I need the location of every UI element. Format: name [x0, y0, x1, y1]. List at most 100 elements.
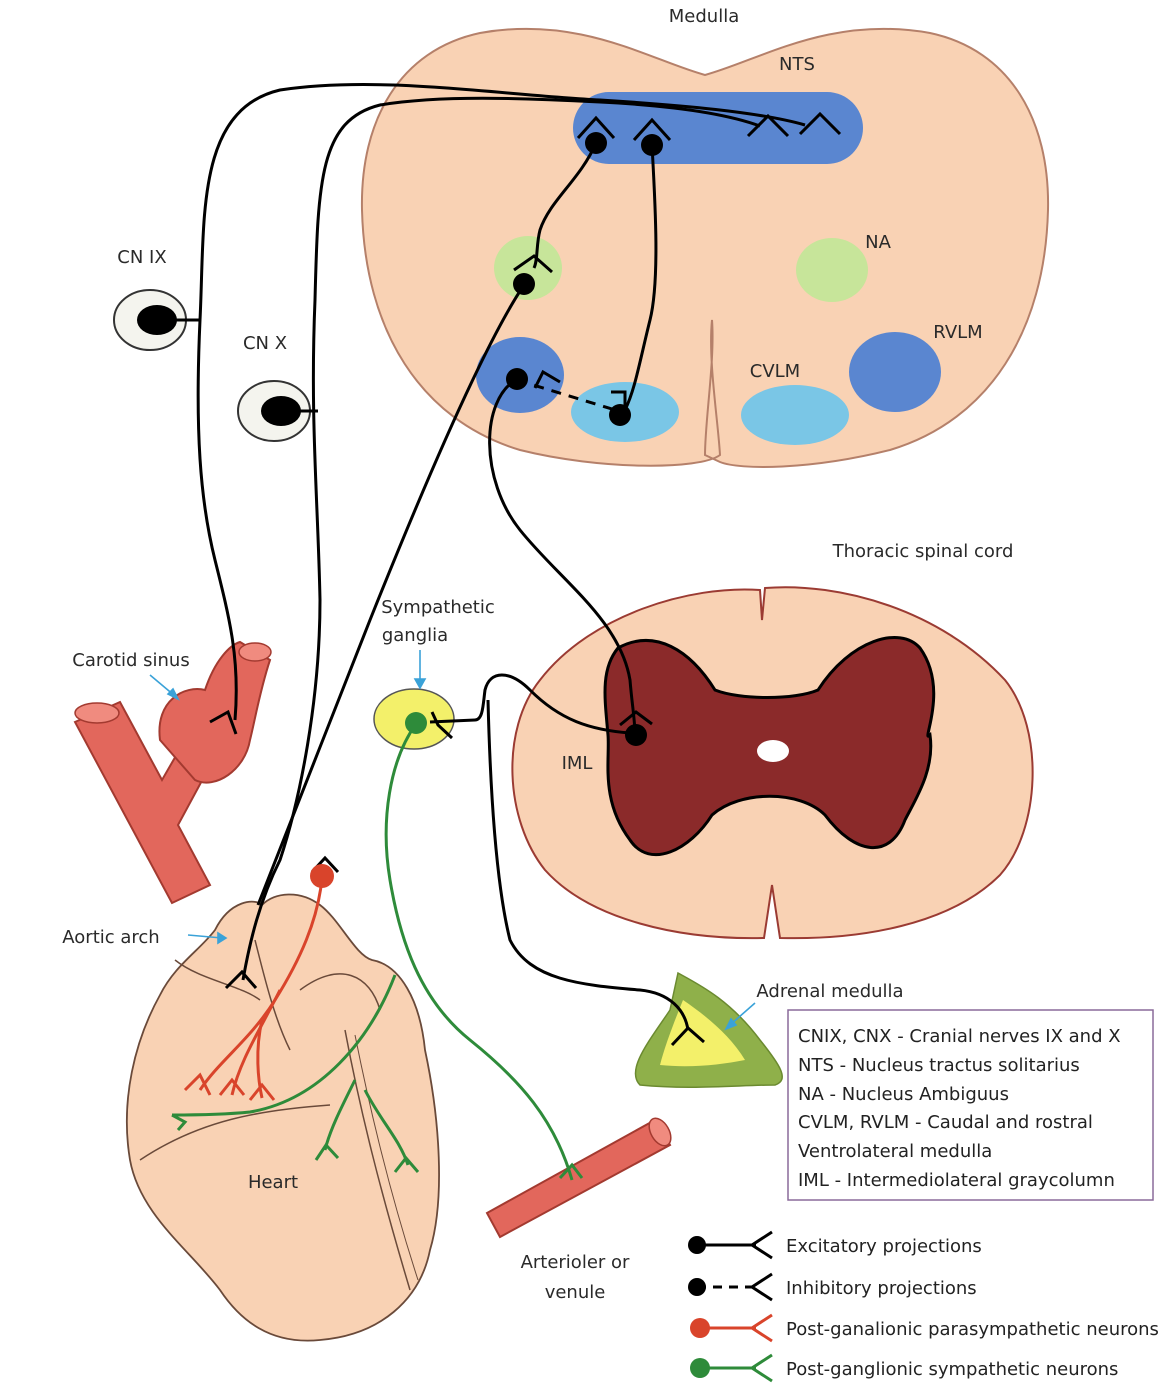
cvlm-nucleus-right — [741, 385, 849, 445]
label-na: NA — [865, 232, 891, 253]
carotid-lumen — [238, 642, 272, 662]
terminal-iml — [619, 710, 653, 727]
central-canal — [757, 740, 789, 762]
terminal-nts-1 — [576, 115, 616, 140]
common-carotid-lumen — [74, 702, 120, 724]
label-cn-ix: CN IX — [117, 247, 166, 268]
soma-nts-1 — [585, 132, 607, 154]
soma-cvlm — [609, 404, 631, 426]
soma-rvlm — [506, 368, 528, 390]
symp-terminal-2 — [393, 1155, 420, 1173]
heart-outline — [125, 893, 440, 1342]
legend-symp-terminal — [749, 1353, 773, 1383]
rvlm-to-iml — [488, 377, 637, 736]
cell-bodies-black — [506, 132, 663, 746]
legend-item-inhibitory: Inhibitory projections — [688, 1272, 977, 1302]
nts-to-cvlm — [623, 144, 658, 411]
label-symp-ganglia-2: ganglia — [382, 625, 448, 646]
terminal-carotid — [209, 709, 238, 735]
label-iml: IML — [562, 753, 593, 774]
terminal-rvlm — [533, 369, 561, 389]
legend-symp-label: Post-ganglionic sympathetic neurons — [786, 1359, 1118, 1380]
terminal-nts-4 — [798, 111, 842, 136]
soma-iml — [625, 724, 647, 746]
parasymp-soma — [310, 864, 334, 888]
symp-soma — [405, 712, 427, 734]
arrow-carotid-head — [166, 687, 180, 701]
rvlm-nucleus-right — [849, 332, 941, 412]
legend-inhibitory-terminal — [749, 1272, 773, 1302]
label-heart: Heart — [248, 1172, 298, 1193]
parasymp-terminal-1 — [183, 1072, 212, 1096]
heart-detail-5 — [344, 1029, 411, 1291]
legend-excitatory-terminal — [749, 1230, 773, 1260]
label-rvlm: RVLM — [933, 322, 982, 343]
iml-to-ganglion — [429, 673, 631, 735]
thoracic-spinal-cord — [511, 586, 1034, 940]
sympathetic-neurons — [171, 723, 584, 1181]
soma-nts-2 — [641, 134, 663, 156]
carotid-sinus-bulb — [158, 640, 272, 784]
parasymp-branch-2 — [256, 1019, 264, 1099]
arrow-adrenal-head — [724, 1017, 738, 1031]
label-symp-ganglia-1: Sympathetic — [381, 597, 495, 618]
arrow-ganglia-head — [413, 678, 427, 690]
heart — [125, 893, 440, 1342]
symp-main — [384, 723, 574, 1181]
na-nucleus-left — [494, 236, 562, 300]
adrenal-medulla — [660, 1000, 745, 1067]
cn-x-ganglion-nucleus — [261, 396, 301, 426]
heart-detail-4 — [139, 1104, 331, 1161]
label-carotid-sinus: Carotid sinus — [72, 650, 189, 671]
symp-terminal-4 — [558, 1162, 584, 1180]
legend-inhibitory-label: Inhibitory projections — [786, 1278, 977, 1299]
medulla — [360, 27, 1050, 468]
abbreviation-box: CNIX, CNX - Cranial nerves IX and X NTS … — [787, 1009, 1154, 1201]
symp-to-heart — [171, 974, 397, 1117]
iml-to-adrenal — [486, 699, 690, 1031]
label-adrenal-medulla: Adrenal medulla — [756, 981, 903, 1002]
cn-x-ganglion — [237, 380, 311, 442]
legend-item-excitatory: Excitatory projections — [688, 1230, 982, 1260]
legend-parasymp-terminal — [749, 1313, 773, 1343]
symp-terminal-1 — [314, 1142, 340, 1161]
cn-ix-fiber — [196, 83, 806, 721]
legend: Excitatory projections Inhibitory projec… — [688, 1230, 1159, 1383]
legend-item-sympathetic: Post-ganglionic sympathetic neurons — [690, 1353, 1118, 1383]
label-arteriole-2: venule — [545, 1282, 606, 1303]
abbreviation-box-frame — [787, 1009, 1154, 1201]
label-arteriole-1: Arterioler or — [521, 1252, 630, 1273]
legend-item-parasympathetic: Post-ganalionic parasympathetic neurons — [690, 1313, 1159, 1343]
cn-ix-ganglion — [113, 289, 187, 351]
label-thoracic: Thoracic spinal cord — [832, 541, 1014, 562]
cn-ix-ganglion-nucleus — [137, 305, 177, 335]
legend-parasymp-label: Post-ganalionic parasympathetic neurons — [786, 1319, 1159, 1340]
arteriole-body — [485, 1118, 672, 1239]
parasymp-terminal-2 — [218, 1077, 246, 1096]
abbr-line-6: IML - Intermediolateral graycolumn — [798, 1170, 1115, 1191]
label-medulla: Medulla — [669, 6, 739, 27]
arrow-aortic-line — [187, 934, 223, 939]
arrow-aortic-head — [217, 931, 228, 945]
terminal-na — [513, 254, 553, 274]
abbr-line-3: NA - Nucleus Ambiguus — [798, 1084, 1009, 1105]
abbr-line-5: Ventrolateral medulla — [798, 1141, 992, 1162]
label-aortic-arch: Aortic arch — [62, 927, 159, 948]
carotid-vessels — [73, 640, 272, 905]
heart-detail-6 — [354, 1034, 419, 1281]
na-nucleus-right — [796, 238, 868, 302]
terminal-cvlm — [611, 390, 627, 410]
soma-na — [513, 273, 535, 295]
arteriole-vessel — [485, 1117, 672, 1239]
label-cvlm: CVLM — [750, 361, 800, 382]
cn-x-efferent — [256, 284, 526, 906]
heart-detail-2 — [299, 973, 381, 1011]
heart-detail-1 — [174, 959, 261, 1001]
terminal-adrenal — [670, 1025, 705, 1047]
arrow-adrenal-line — [729, 1002, 756, 1026]
terminal-nts-2 — [632, 117, 672, 142]
label-cn-x: CN X — [243, 333, 287, 354]
arteriole-lumen — [648, 1117, 672, 1147]
symp-terminal-3 — [171, 1113, 188, 1131]
